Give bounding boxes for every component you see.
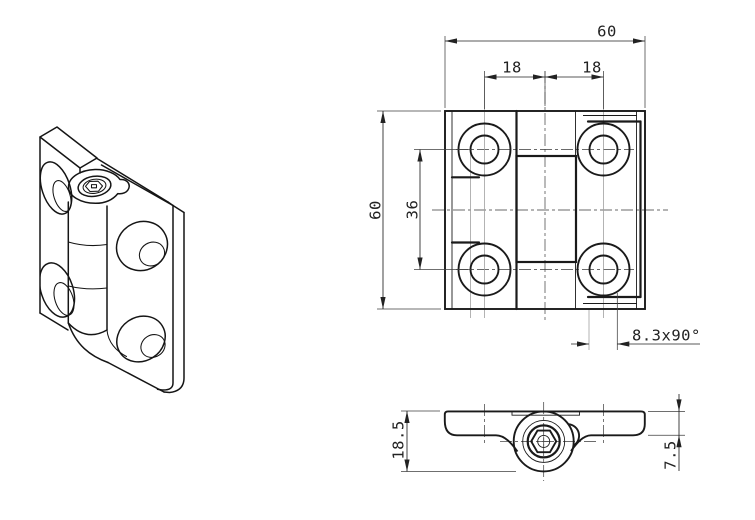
iso-front-leaf <box>67 157 185 394</box>
dim-side-height: 18.5 <box>390 410 516 472</box>
iso-barrel <box>67 201 108 336</box>
dim-countersink-label: 8.3x90° <box>632 327 701 345</box>
dim-top-width-label: 60 <box>597 23 617 41</box>
mounting-hole-bottom-right <box>576 242 631 297</box>
hub-outer <box>512 410 575 473</box>
iso-boss <box>67 168 130 205</box>
mounting-hole-top-right <box>576 122 631 177</box>
dim-leaf-thickness-label: 7.5 <box>662 440 680 470</box>
dim-vertical-pitch: 36 <box>404 149 471 270</box>
dim-left-height-label: 60 <box>367 200 385 220</box>
side-view <box>443 402 646 481</box>
dim-hole-pitch-horizontal: 18 18 <box>484 59 604 109</box>
iso-front-holes <box>115 220 169 363</box>
dim-pitch-left-label: 18 <box>502 59 522 77</box>
front-view <box>432 71 668 350</box>
plate-outline <box>444 110 646 310</box>
dimension-annotations: 60 18 18 60 36 <box>367 23 701 472</box>
dim-leaf-thickness: 7.5 <box>648 394 685 471</box>
dim-pitch-right-label: 18 <box>582 59 602 77</box>
dim-side-height-label: 18.5 <box>390 420 408 459</box>
iso-rear-leaf <box>39 126 98 331</box>
hub-lobe <box>568 423 580 447</box>
iso-hex-socket <box>84 180 104 193</box>
dim-left-height: 60 <box>367 110 441 310</box>
side-leaf-outline <box>443 410 646 453</box>
dim-countersink: 8.3x90° <box>571 293 701 350</box>
dim-top-width: 60 <box>444 23 646 108</box>
dim-vertical-pitch-label: 36 <box>404 200 422 220</box>
knuckle-band <box>515 154 578 264</box>
hex-nut <box>530 429 558 454</box>
isometric-view <box>39 126 185 394</box>
